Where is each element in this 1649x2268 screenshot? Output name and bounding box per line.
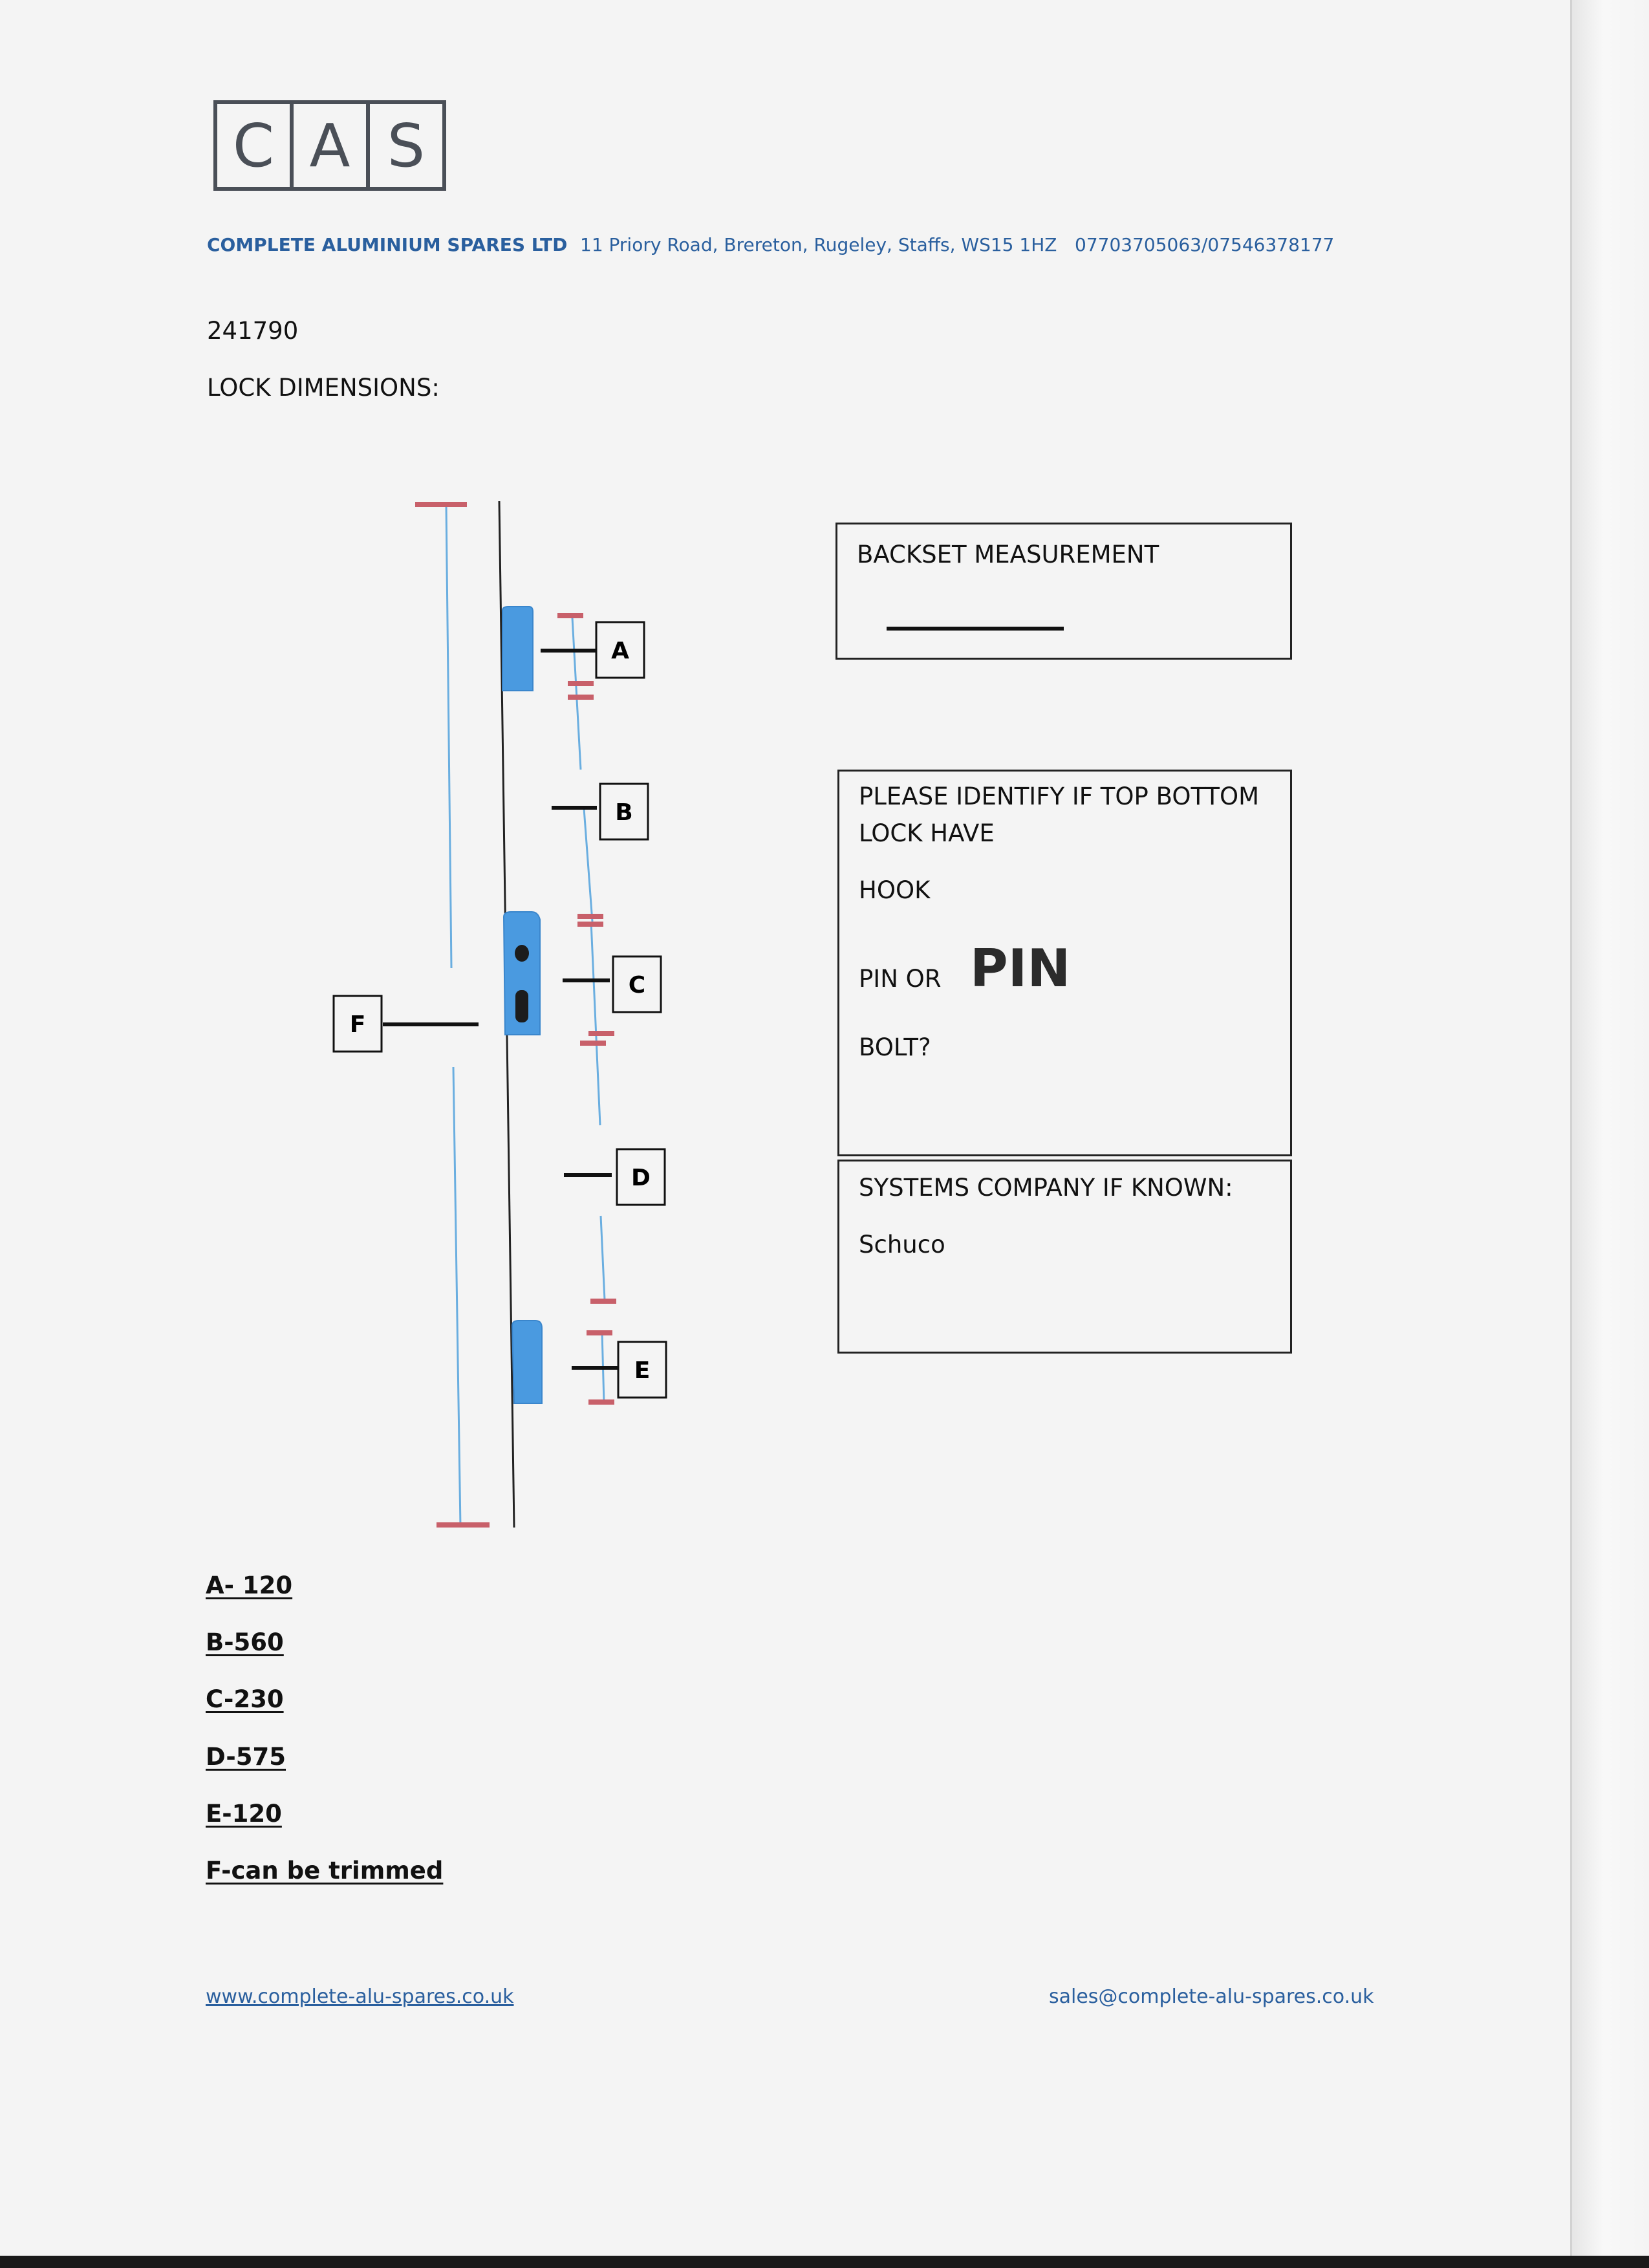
guide-line-c [590,921,601,1126]
systems-company-label: SYSTEMS COMPANY IF KNOWN: [859,1174,1233,1202]
marker-a-bottom-2 [568,695,594,700]
f-guide-line-lower [452,1066,462,1527]
marker-d-bottom [590,1299,616,1304]
center-lock-body [502,911,541,1035]
page-title: LOCK DIMENSIONS: [207,374,440,402]
backset-label: BACKSET MEASUREMENT [857,541,1159,568]
logo-letter: C [232,111,275,180]
systems-company-value: Schuco [859,1231,945,1258]
center-lock-keyhole [515,990,528,1022]
paper-edge [1570,0,1649,2268]
company-name: COMPLETE ALUMINIUM SPARES LTD [207,234,568,255]
guide-line-a [571,617,582,770]
f-guide-line-upper [445,505,453,969]
f-top-marker [415,502,467,507]
label-d: D [631,1165,651,1191]
lock-type-question-line2: LOCK HAVE [859,819,995,847]
option-hook: HOOK [859,876,931,904]
marker-e-bottom [588,1399,614,1405]
label-box-b: B [599,783,649,841]
label-box-a: A [595,621,645,679]
dimension-a: A- 120 [206,1571,293,1599]
dimension-f: F-can be trimmed [206,1857,444,1885]
marker-c-bottom-2 [580,1041,606,1046]
guide-line-d [599,1215,606,1301]
top-lock-body [502,606,534,691]
option-bolt: BOLT? [859,1033,931,1061]
selected-lock-type: PIN [970,938,1071,999]
guide-line-b [583,808,594,922]
center-lock-spindle-hole [515,945,529,962]
logo-letter: S [366,104,442,187]
f-bottom-marker [436,1522,490,1528]
label-box-f: F [332,995,383,1053]
option-pin: PIN OR [859,965,942,993]
systems-company-box: SYSTEMS COMPANY IF KNOWN: Schuco [837,1160,1292,1354]
label-box-e: E [617,1341,667,1399]
label-e: E [634,1357,651,1384]
lock-type-box: PLEASE IDENTIFY IF TOP BOTTOM LOCK HAVE … [837,770,1292,1156]
website-link[interactable]: www.complete-alu-spares.co.uk [206,1985,514,2008]
marker-c-top-2 [577,922,603,927]
backset-input-line[interactable] [887,627,1064,631]
marker-c-top-1 [577,914,603,919]
company-address: 11 Priory Road, Brereton, Rugeley, Staff… [580,234,1057,255]
label-f: F [350,1011,366,1038]
scan-border [0,2256,1649,2268]
label-box-c: C [612,955,662,1013]
dimension-c: C-230 [206,1685,284,1713]
email-link[interactable]: sales@complete-alu-spares.co.uk [1049,1985,1374,2008]
label-c: C [629,972,645,999]
dimension-d: D-575 [206,1743,286,1771]
label-b: B [615,799,632,826]
lock-type-question-line1: PLEASE IDENTIFY IF TOP BOTTOM [859,783,1260,810]
backset-box: BACKSET MEASUREMENT [835,523,1292,660]
label-a: A [611,638,629,664]
label-box-d: D [616,1148,666,1206]
bottom-lock-body [511,1320,543,1404]
marker-a-bottom-1 [568,681,594,686]
cas-logo: C A S [213,100,446,191]
reference-number: 241790 [207,317,299,345]
marker-a-top [557,613,583,618]
marker-c-bottom-1 [588,1031,614,1036]
company-phones: 07703705063/07546378177 [1075,234,1335,255]
dimension-b: B-560 [206,1628,284,1656]
marker-e-top [587,1330,612,1335]
logo-letter: A [290,104,366,187]
dimension-e: E-120 [206,1800,282,1828]
